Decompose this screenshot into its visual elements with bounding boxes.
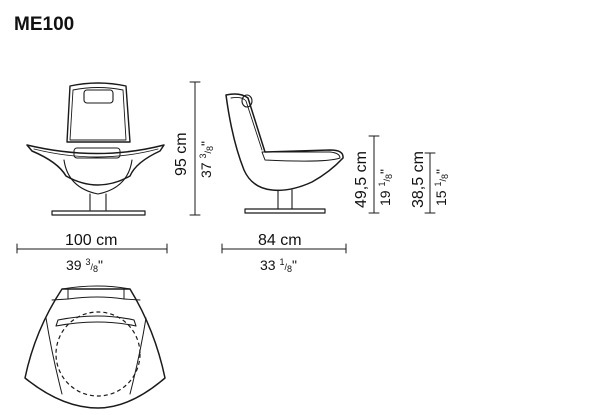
base-shape <box>51 210 146 216</box>
depth-dim-line <box>221 243 347 254</box>
armrest-height-cm-label: 49,5 cm <box>353 151 370 208</box>
top-view-chair <box>24 285 166 409</box>
model-title: ME100 <box>14 14 74 35</box>
depth-inch-label: 33 1/8" <box>260 257 297 274</box>
width-cm-label: 100 cm <box>65 232 117 249</box>
width-dim-line <box>16 243 168 254</box>
armrest-height-dim-line <box>368 135 380 214</box>
height-cm-label: 95 cm <box>173 132 190 176</box>
side-headrest-shape <box>241 94 253 108</box>
side-view-chair <box>225 93 344 214</box>
depth-cm-label: 84 cm <box>258 232 302 249</box>
seat-height-dim-line <box>424 152 436 214</box>
stem-shape <box>89 193 107 211</box>
front-view-chair <box>26 82 165 216</box>
headrest-shape <box>83 89 114 104</box>
top-outer-shape <box>24 288 166 409</box>
armrest-height-inch-label: 19 1/8" <box>377 169 394 206</box>
width-inch-label: 39 3/8" <box>66 257 103 274</box>
seat-height-cm-label: 38,5 cm <box>410 151 427 208</box>
armrest-shell <box>26 144 165 186</box>
seat-height-inch-label: 15 1/8" <box>433 169 450 206</box>
height-inch-label: 37 3/8" <box>198 141 215 178</box>
seat-dashed-circle <box>55 311 141 397</box>
height-dim-line <box>189 81 201 216</box>
side-shell-shape <box>225 93 344 192</box>
